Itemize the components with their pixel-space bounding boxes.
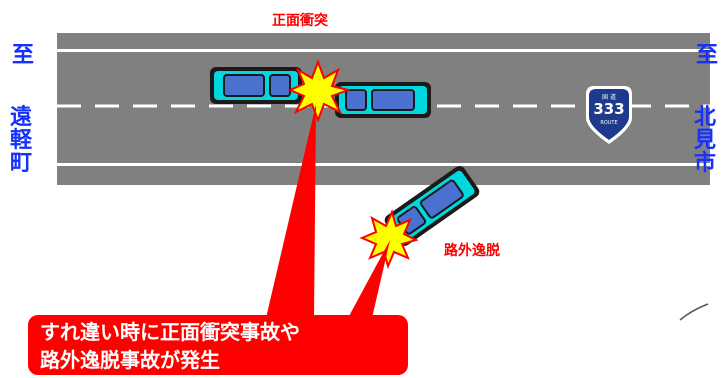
callout-pointer-run-off xyxy=(348,240,390,318)
callout-line-1: すれ違い時に正面衝突事故や xyxy=(40,320,300,344)
left-direction-to: 至 xyxy=(11,43,34,68)
edge-line-bottom xyxy=(57,163,710,166)
callout-pointer-head-on xyxy=(266,104,316,318)
accident-callout-text: すれ違い時に正面衝突事故や 路外逸脱事故が発生 xyxy=(40,318,300,374)
accident-callout-box xyxy=(28,315,408,375)
run-off-road-label: 路外逸脱 xyxy=(444,243,500,259)
route-sign-icon xyxy=(586,86,632,144)
head-on-collision-label: 正面衝突 xyxy=(272,13,328,29)
edge-line-top xyxy=(57,49,710,52)
route-sign-top: 国 道 xyxy=(602,94,616,101)
route-sign-bottom: ROUTE xyxy=(600,120,618,126)
collision-burst-head-on xyxy=(287,59,352,123)
collision-burst-run-off xyxy=(359,209,419,269)
left-direction-city: 遠軽町 xyxy=(10,105,33,176)
callout-line-2: 路外逸脱事故が発生 xyxy=(40,348,220,372)
right-direction-city: 北見市 xyxy=(694,105,717,176)
decorative-curve xyxy=(679,303,709,321)
right-direction-to: 至 xyxy=(695,43,718,68)
car-westbound xyxy=(335,82,431,118)
car-eastbound xyxy=(210,67,302,104)
route-sign-number: 333 xyxy=(593,100,625,118)
